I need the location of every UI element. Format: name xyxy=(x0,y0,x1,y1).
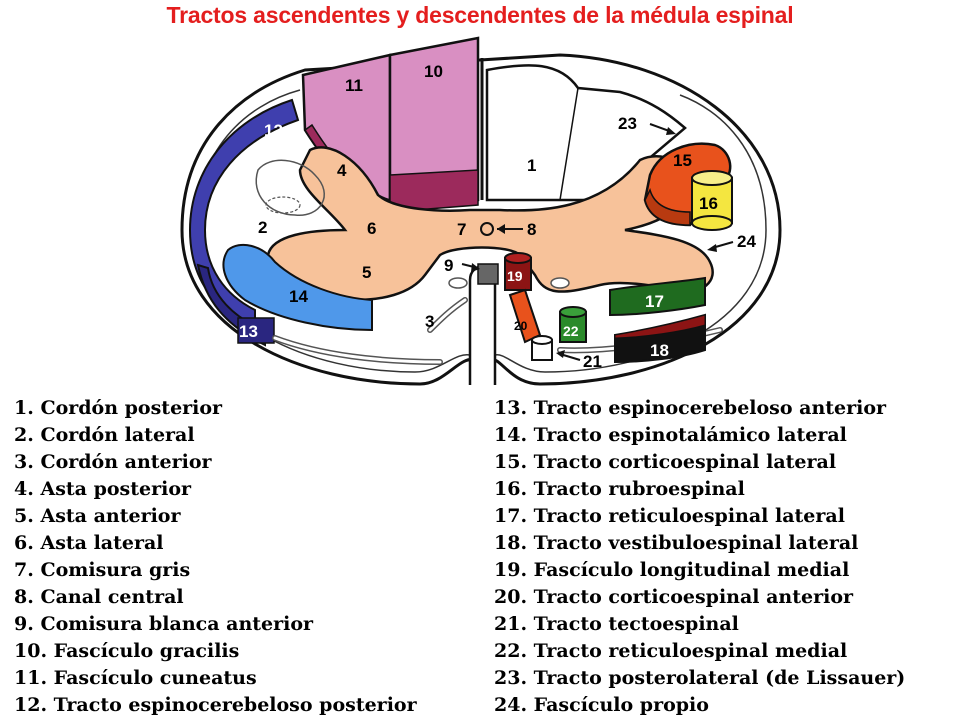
label-23: 23 xyxy=(618,114,637,133)
arrow-9-head xyxy=(471,263,480,272)
label-4: 4 xyxy=(337,161,347,180)
label-3: 3 xyxy=(425,312,434,331)
label-20: 20 xyxy=(514,319,528,333)
legend-item: 24. Fascículo propio xyxy=(494,694,709,716)
medial-reticulospinal-top xyxy=(559,306,587,318)
anterior-corticospinal-tract xyxy=(508,288,542,344)
legend-item: 5. Asta anterior xyxy=(14,505,181,527)
lateral-vestibulospinal-top xyxy=(614,314,706,339)
anterior-slit-1-inner xyxy=(428,298,467,332)
label-5: 5 xyxy=(362,263,371,282)
legend-left: 1. Cordón posterior 2. Cordón lateral 3.… xyxy=(14,395,417,719)
legend-item: 9. Comisura blanca anterior xyxy=(14,613,314,635)
label-21: 21 xyxy=(583,352,602,371)
inner-outline-right xyxy=(494,94,767,373)
rubrospinal-top xyxy=(691,170,733,186)
legend-item: 14. Tracto espinotalámico lateral xyxy=(494,424,847,446)
label-9: 9 xyxy=(444,256,453,275)
anterior-oval-left xyxy=(448,277,468,289)
legend-item: 18. Tracto vestibuloespinal lateral xyxy=(494,532,859,554)
label-17: 17 xyxy=(645,292,664,311)
legend-item: 7. Comisura gris xyxy=(14,559,191,581)
label-18: 18 xyxy=(650,341,669,360)
label-14: 14 xyxy=(289,287,308,306)
legend-item: 6. Asta lateral xyxy=(14,532,164,554)
label-6: 6 xyxy=(367,219,376,238)
label-12: 12 xyxy=(264,121,283,140)
label-16: 16 xyxy=(699,194,718,213)
lateral-dashed-oval xyxy=(265,196,301,214)
lateral-corticospinal-side xyxy=(644,187,691,226)
central-canal xyxy=(480,222,494,236)
legend-item: 1. Cordón posterior xyxy=(14,397,223,419)
lateral-reticulospinal-tract xyxy=(609,276,706,317)
lateral-funiculus-outline xyxy=(255,159,326,216)
arrow-23-head xyxy=(666,127,676,135)
legend-item: 22. Tracto reticuloespinal medial xyxy=(494,640,848,662)
label-13: 13 xyxy=(239,322,258,341)
tectospinal-top xyxy=(531,335,553,345)
legend-right: 13. Tracto espinocerebeloso anterior 14.… xyxy=(494,395,905,719)
legend-item: 4. Asta posterior xyxy=(14,478,192,500)
label-15: 15 xyxy=(673,151,692,170)
legend-item: 3. Cordón anterior xyxy=(14,451,212,473)
label-1: 1 xyxy=(527,156,536,175)
legend-item: 21. Tracto tectoespinal xyxy=(494,613,739,635)
legend-item: 16. Tracto rubroespinal xyxy=(494,478,745,500)
posterior-funiculus-divider xyxy=(559,87,579,201)
label-24: 24 xyxy=(737,232,756,251)
label-19: 19 xyxy=(507,268,523,284)
legend-item: 17. Tracto reticuloespinal lateral xyxy=(494,505,845,527)
spinal-cord-diagram: 1 2 3 4 5 6 7 8 9 10 11 12 13 14 15 16 1… xyxy=(180,36,782,386)
lateral-spinothalamic-tract xyxy=(222,243,373,332)
mlf-top xyxy=(504,252,532,264)
legend-item: 12. Tracto espinocerebeloso posterior xyxy=(14,694,417,716)
anterior-spinocerebellar-box xyxy=(237,317,275,344)
legend-item: 13. Tracto espinocerebeloso anterior xyxy=(494,397,887,419)
anterior-white-commissure xyxy=(477,263,499,285)
arrow-21-head xyxy=(556,350,565,358)
label-11: 11 xyxy=(345,76,363,95)
fasciculus-gracilis-base xyxy=(389,169,479,213)
legend-item: 19. Fascículo longitudinal medial xyxy=(494,559,850,581)
legend-item: 20. Tracto corticoespinal anterior xyxy=(494,586,854,608)
arrow-8-head xyxy=(497,224,505,234)
legend-item: 2. Cordón lateral xyxy=(14,424,195,446)
label-10: 10 xyxy=(424,62,443,81)
legend-item: 23. Tracto posterolateral (de Lissauer) xyxy=(494,667,906,689)
anterior-curve-left-inner xyxy=(273,336,442,364)
label-2: 2 xyxy=(258,218,267,237)
label-8: 8 xyxy=(527,220,536,239)
rubrospinal-bottom xyxy=(691,215,733,231)
label-7: 7 xyxy=(457,220,466,239)
arrow-24-head xyxy=(707,244,717,252)
legend-item: 11. Fascículo cuneatus xyxy=(14,667,257,689)
legend-item: 15. Tracto corticoespinal lateral xyxy=(494,451,837,473)
label-22: 22 xyxy=(563,323,579,339)
legend-item: 8. Canal central xyxy=(14,586,184,608)
anterior-oval-right xyxy=(550,277,570,289)
page-title: Tractos ascendentes y descendentes de la… xyxy=(166,2,794,28)
legend-item: 10. Fascículo gracilis xyxy=(14,640,240,662)
